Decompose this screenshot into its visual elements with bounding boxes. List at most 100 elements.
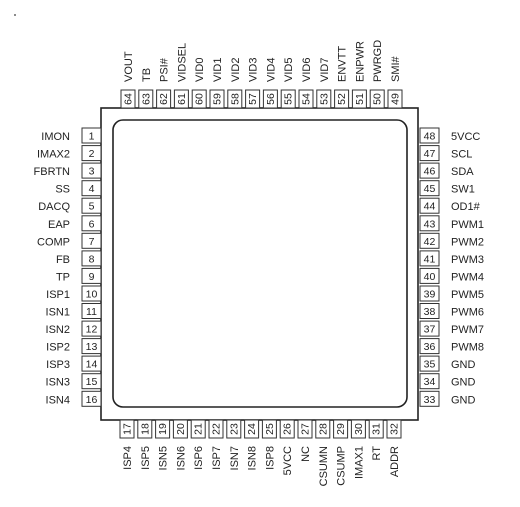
pin-number: 49 [390,93,402,105]
pin-number: 46 [424,166,436,178]
pin-number: 18 [139,423,151,435]
pin-number: 37 [424,324,436,336]
pin-label: 5VCC [451,131,480,143]
pin-number: 1 [89,131,95,143]
pin-label: ISN4 [46,394,70,406]
pin-box-22 [208,419,224,439]
pin-number: 20 [175,423,187,435]
pin-box-52 [334,89,350,109]
pin-number: 5 [89,201,95,213]
pin-label: TB [141,68,153,82]
pin-number: 23 [228,423,240,435]
pin-label: ISN2 [46,324,70,336]
pin-number: 38 [424,306,436,318]
pin-label: CSUMP [336,446,348,486]
pin-number: 45 [424,183,436,195]
pin-number: 12 [86,324,98,336]
pin-box-27 [297,419,313,439]
pin-number: 6 [89,218,95,230]
pin-box-12 [81,320,102,337]
pin-number: 27 [300,423,312,435]
pin-number: 53 [318,93,330,105]
pin-number: 35 [424,359,436,371]
pin-label: FB [56,254,70,266]
pin-number: 64 [123,93,135,105]
pin-box-41 [419,250,440,267]
pin-number: 24 [246,423,258,435]
pin-label: ISN1 [46,307,70,319]
pin-label: SS [55,184,70,196]
pin-box-55 [280,89,296,109]
pin-box-42 [419,232,440,249]
pin-label: NC [300,446,312,462]
pin-box-11 [81,303,102,319]
pin-label: GND [451,394,476,406]
pin-number: 7 [89,236,95,248]
pin-box-45 [419,180,440,197]
pin-box-39 [419,285,440,302]
pin-number: 26 [282,423,294,435]
pin-number: 48 [424,131,436,143]
pin-box-57 [245,89,261,109]
pin-label: ISP3 [46,359,70,371]
pin-number: 19 [157,423,169,435]
pin-box-29 [333,419,349,439]
pin-label: VOUT [123,51,135,82]
pin-box-13 [81,338,102,355]
pin-box-36 [419,338,440,355]
pin-label: ENVTT [337,46,349,82]
pin-label: SW1 [451,184,475,196]
pin-box-59 [209,89,225,109]
pin-label: ISP5 [140,446,152,470]
package-die [112,119,408,408]
pin-number: 56 [265,93,277,105]
pin-box-4 [81,180,102,197]
pin-box-8 [81,250,102,267]
pin-number: 43 [424,218,436,230]
pin-box-61 [173,89,189,109]
pin-number: 22 [211,423,223,435]
pin-number: 39 [424,289,436,301]
pin-number: 57 [247,93,259,105]
pin-box-38 [419,303,440,319]
pin-box-34 [419,373,440,390]
pin-box-62 [156,89,172,109]
pin-label: ISP8 [264,446,276,470]
pin-label: ISN8 [247,446,259,470]
pin-label: OD1# [451,201,481,213]
pin-box-15 [81,373,102,390]
pin-label: PWM8 [451,342,484,354]
pin-label: VID7 [319,58,331,82]
pin-number: 33 [424,394,436,406]
pin-number: 54 [301,93,313,105]
pin-box-40 [419,267,440,284]
pin-label: VID4 [265,58,277,82]
pin-label: VID5 [283,58,295,82]
pin-label: ISN7 [229,446,241,470]
pin-box-14 [81,355,102,372]
pin-label: ADDR [389,446,401,477]
pin-number: 52 [336,93,348,105]
pin-number: 14 [86,359,98,371]
pin-number: 36 [424,341,436,353]
pin-label: SMI# [390,55,402,82]
pin-number: 13 [86,341,98,353]
pin-box-19 [155,419,171,439]
pin-number: 9 [89,271,95,283]
pin-box-6 [81,215,102,232]
pin-label: VID6 [301,58,313,82]
pin-number: 55 [283,93,295,105]
pin-number: 16 [86,394,98,406]
pin-number: 40 [424,271,436,283]
pin-number: 61 [176,93,188,105]
pin-number: 62 [158,93,170,105]
pin-box-31 [368,419,384,439]
pin-number: 10 [86,289,98,301]
pin-label: VID2 [230,58,242,82]
pin-box-46 [419,162,440,179]
pin-label: ISP7 [211,446,223,470]
pin-label: ISN3 [46,377,70,389]
pin-box-54 [298,89,314,109]
pin-label: ISP2 [46,342,70,354]
